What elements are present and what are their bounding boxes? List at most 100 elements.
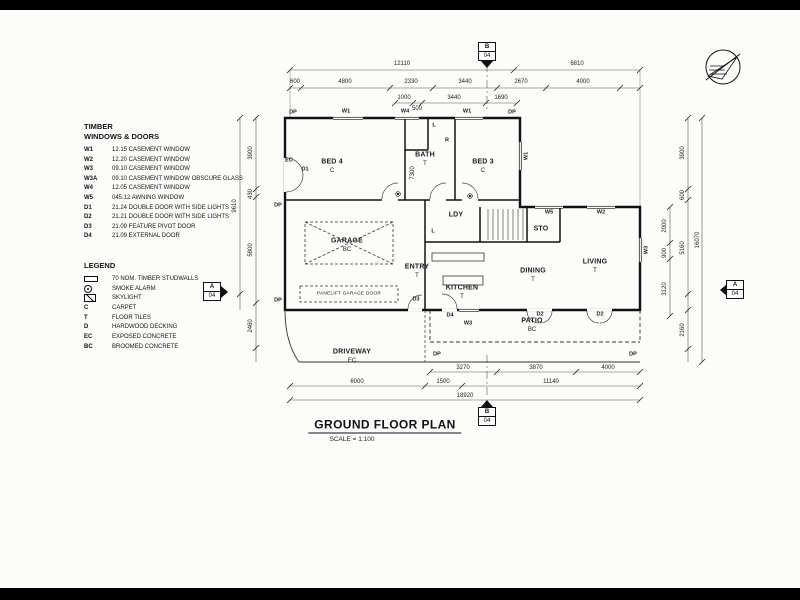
dim-label: 900 — [662, 247, 668, 259]
tag-d1: D1 — [301, 166, 309, 173]
dim-label: 6810 — [570, 61, 584, 67]
section-sheet: 04 — [483, 53, 491, 59]
garage-door-note: PANELIFT GARAGE DOOR — [316, 291, 382, 297]
dim-label: 3900 — [680, 146, 686, 160]
section-letter: B — [479, 408, 495, 417]
tag-dp: DP — [274, 202, 282, 209]
section-triangle-icon — [221, 286, 228, 298]
finish-label: BC — [342, 247, 352, 253]
tag-w1: W1 — [462, 108, 472, 115]
finish-label: T — [531, 277, 535, 283]
driveway-lines — [284, 309, 640, 363]
stairs — [487, 209, 524, 240]
legend-row: SMOKE ALARM — [84, 284, 289, 294]
dim-label: 6000 — [350, 379, 364, 385]
door-swings — [285, 157, 613, 324]
room-label-bed4: BED 4 — [321, 158, 343, 166]
dim-label: 9610 — [232, 199, 238, 213]
dim-label: 600 — [289, 79, 301, 85]
dim-label: 3900 — [248, 146, 254, 160]
finish-label: T — [593, 268, 597, 274]
section-sheet: 04 — [483, 418, 491, 424]
tag-d4: D4 — [446, 312, 454, 319]
kitchen-benches — [431, 252, 485, 286]
schedule-subheading: WINDOWS & DOORS — [84, 132, 159, 141]
tag-w1: W1 — [523, 151, 530, 161]
skylight-icon — [84, 294, 96, 303]
dim-label: 16070 — [695, 231, 701, 249]
smoke-alarm-icon — [84, 284, 92, 293]
floor-plan-linework — [236, 49, 741, 404]
dim-label: 3120 — [662, 282, 668, 296]
section-letter: B — [479, 43, 495, 52]
finish-label: T — [423, 161, 427, 167]
drawing-title: GROUND FLOOR PLAN — [308, 419, 462, 434]
dim-label: 5800 — [248, 243, 254, 257]
section-letter: A — [727, 281, 743, 290]
finish-label: C — [480, 168, 486, 174]
finish-label: T — [460, 294, 464, 300]
tag-dp: DP — [274, 297, 282, 304]
skylight-outline — [304, 221, 394, 265]
room-label-sto: STO — [533, 225, 549, 233]
garage-door-outline — [299, 285, 399, 303]
dim-label: 1000 — [397, 95, 411, 101]
room-label-bath: BATH — [415, 151, 435, 159]
tag-dp: DP — [508, 109, 516, 116]
tag-robe: R — [445, 137, 449, 144]
studwall-symbol — [84, 275, 98, 282]
dim-label: 1500 — [436, 379, 450, 385]
room-label-patio: PATIO — [521, 317, 543, 325]
room-label-entry: ENTRY — [404, 263, 430, 271]
section-triangle-icon — [481, 400, 493, 407]
room-label-ldy: LDY — [448, 211, 464, 219]
tag-d2: D2 — [596, 311, 604, 318]
section-sheet: 04 — [731, 291, 739, 297]
tag-w1: W1 — [341, 108, 351, 115]
section-marker-b-bottom: B 04 — [478, 400, 496, 426]
dim-label: 2160 — [680, 323, 686, 337]
tag-dp: DP — [289, 109, 297, 116]
north-arrow-icon — [705, 49, 741, 85]
tag-w5: W5 — [544, 209, 554, 216]
smoke-alarm-symbols — [395, 191, 473, 199]
section-triangle-icon — [720, 284, 727, 296]
section-letter: A — [204, 283, 220, 292]
tag-w3: W3 — [643, 245, 650, 255]
dim-label: 2330 — [404, 79, 418, 85]
section-marker-a-right: A 04 — [720, 280, 744, 299]
finish-label: BC — [527, 327, 537, 333]
dim-label: 12110 — [393, 61, 411, 67]
finish-label: C — [329, 168, 335, 174]
dimension-lines — [239, 69, 703, 401]
dim-label: 3270 — [456, 365, 470, 371]
legend-heading: LEGEND — [84, 261, 116, 270]
legend: LEGEND 70 NOM. TIMBER STUDWALLS SMOKE AL… — [84, 260, 289, 352]
section-marker-a-left: A 04 — [203, 282, 228, 301]
dim-label: 11140 — [543, 379, 559, 385]
window-glyphs — [333, 116, 642, 312]
tag-dp: DP — [433, 351, 441, 358]
dim-label: 3870 — [529, 365, 543, 371]
patio-outline — [429, 310, 641, 343]
section-sheet: 04 — [208, 293, 216, 299]
dim-label: 4000 — [601, 365, 615, 371]
tag-ec: EC — [285, 157, 293, 164]
dim-label: 5160 — [680, 241, 686, 255]
tag-w2: W2 — [596, 209, 606, 216]
drawing-scale: SCALE = 1:100 — [329, 435, 375, 443]
